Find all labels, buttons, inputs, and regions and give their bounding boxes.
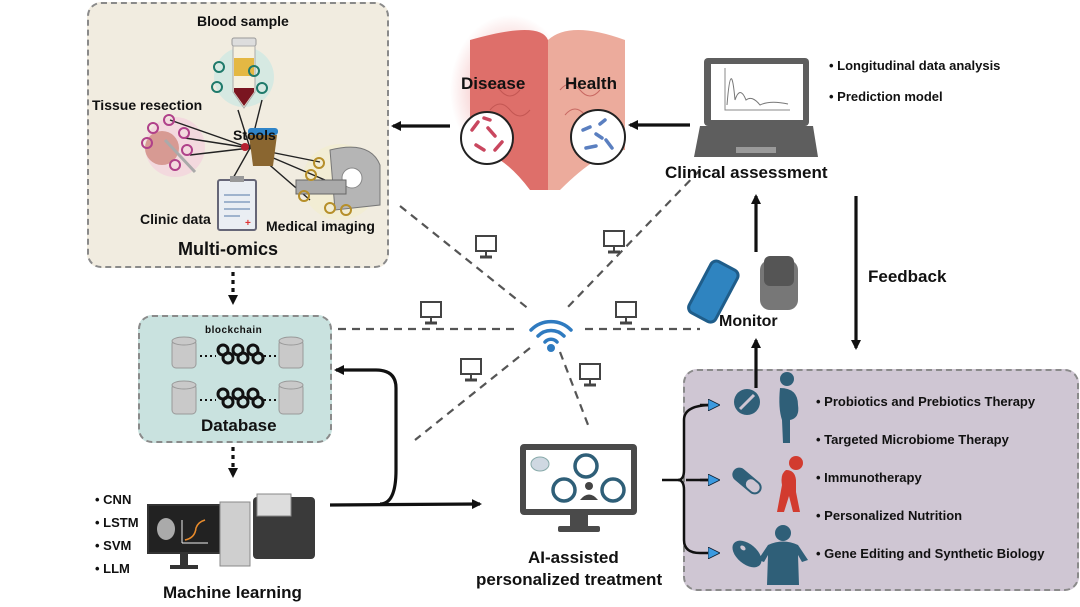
health-microbe-icon bbox=[570, 109, 626, 165]
database-icon bbox=[278, 380, 304, 415]
label-clinic-data: Clinic data bbox=[140, 211, 211, 227]
pregnant-patient-icon bbox=[779, 372, 799, 443]
smartwatch-icon bbox=[760, 256, 798, 310]
label-medical-imaging: Medical imaging bbox=[266, 218, 375, 234]
disease-microbe-icon bbox=[460, 111, 514, 165]
network-lines bbox=[338, 169, 701, 441]
stool-cup-icon bbox=[241, 128, 278, 166]
desktop-icon bbox=[460, 358, 482, 382]
mri-scanner-icon bbox=[295, 146, 381, 211]
wifi-icon bbox=[529, 319, 573, 352]
capsule-icon bbox=[732, 467, 762, 495]
ai-treatment-title-line2: personalized treatment bbox=[476, 570, 663, 589]
database-illustration bbox=[171, 336, 304, 415]
multi-omics-title: Multi-omics bbox=[178, 239, 279, 259]
ai-monitor-icon bbox=[520, 444, 637, 532]
arrow-ml-to-database bbox=[334, 365, 398, 506]
desktop-icon bbox=[475, 235, 497, 259]
svg-text:+: + bbox=[245, 218, 251, 229]
clinical-assessment-title: Clinical assessment bbox=[665, 163, 828, 182]
clinical-bullet-1: • Longitudinal data analysis bbox=[829, 58, 1001, 73]
label-health: Health bbox=[565, 74, 617, 93]
treatment-item-probiotics: • Probiotics and Prebiotics Therapy bbox=[816, 394, 1036, 409]
treatment-bracket bbox=[662, 405, 718, 553]
desktop-icon bbox=[615, 301, 637, 325]
ml-workstation-illustration bbox=[147, 493, 315, 569]
treatment-item-microbiome: • Targeted Microbiome Therapy bbox=[816, 432, 1009, 447]
label-disease: Disease bbox=[461, 74, 526, 93]
arrow-ml-to-ai bbox=[329, 499, 482, 510]
pill-tablet-icon bbox=[734, 389, 760, 415]
label-tissue-resection: Tissue resection bbox=[92, 97, 203, 113]
machine-learning-title: Machine learning bbox=[163, 583, 302, 602]
label-blood-sample: Blood sample bbox=[197, 13, 289, 29]
database-icon bbox=[171, 336, 197, 369]
database-icon bbox=[171, 380, 197, 415]
laptop-icon bbox=[694, 58, 818, 157]
ml-method-svm: • SVM bbox=[95, 538, 132, 553]
treatment-item-nutrition: • Personalized Nutrition bbox=[816, 508, 963, 523]
label-stools: Stools bbox=[233, 127, 276, 143]
database-panel bbox=[138, 315, 332, 443]
gut-illustration bbox=[450, 15, 626, 190]
clinical-bullet-2: • Prediction model bbox=[829, 89, 943, 104]
treatment-item-gene-editing: • Gene Editing and Synthetic Biology bbox=[816, 546, 1045, 561]
database-title: Database bbox=[201, 416, 277, 435]
multi-omics-illustration: + bbox=[141, 37, 381, 231]
desktop-icon bbox=[603, 230, 625, 254]
blockchain-label: blockchain bbox=[205, 325, 263, 336]
clinic-clipboard-icon: + bbox=[217, 176, 257, 231]
treatment-icons bbox=[732, 372, 808, 585]
desktop-icon bbox=[420, 301, 442, 325]
oval-pill-icon bbox=[732, 540, 762, 568]
ml-method-cnn: • CNN bbox=[95, 492, 132, 507]
smartphone-icon bbox=[687, 259, 740, 324]
ml-method-lstm: • LSTM bbox=[95, 515, 139, 530]
flow-arrows bbox=[329, 120, 861, 510]
feedback-label: Feedback bbox=[868, 267, 947, 286]
tissue-icon bbox=[145, 131, 197, 174]
ai-treatment-title-line1: AI-assisted bbox=[528, 548, 619, 567]
blockchain-link-icon bbox=[216, 343, 265, 409]
desktop-icon bbox=[579, 363, 601, 387]
overweight-patient-icon bbox=[758, 525, 808, 585]
treatment-item-immunotherapy: • Immunotherapy bbox=[816, 470, 922, 485]
unwell-patient-icon bbox=[777, 456, 803, 512]
monitor-label: Monitor bbox=[719, 313, 778, 330]
ml-method-llm: • LLM bbox=[95, 561, 130, 576]
database-icon bbox=[278, 336, 304, 369]
